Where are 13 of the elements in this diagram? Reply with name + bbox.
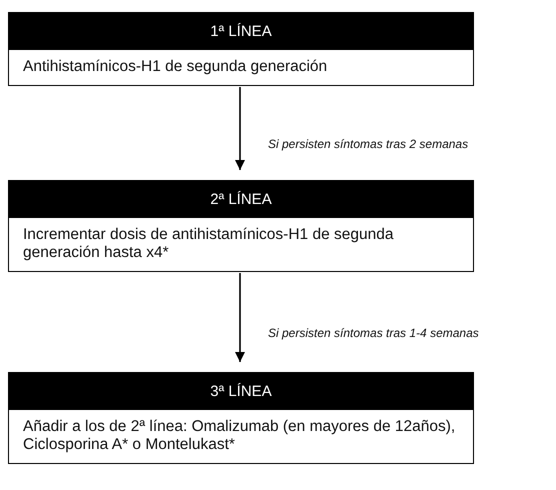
edge-label: Si persisten síntomas tras 2 semanas [268, 137, 468, 151]
arrow [235, 273, 245, 362]
stage-text: Antihistamínicos-H1 de segunda generación [22, 57, 328, 77]
stage-heading: 2ª LÍNEA [9, 181, 473, 218]
arrow [235, 87, 245, 170]
stage-box [8, 372, 474, 464]
stage-heading: 1ª LÍNEA [9, 13, 473, 50]
stage-box [8, 180, 474, 272]
stage-heading: 3ª LÍNEA [9, 373, 473, 410]
stage-box [8, 12, 474, 86]
stage-text: Añadir a los de 2ª línea: Omalizumab (en mayores de 12años), Ciclosporina A* o Montelukast* [22, 417, 456, 455]
stage-text: Incrementar dosis de antihistamínicos-H1 de segunda generación hasta x4* [22, 225, 394, 263]
edge-label: Si persisten síntomas tras 1-4 semanas [268, 326, 479, 340]
